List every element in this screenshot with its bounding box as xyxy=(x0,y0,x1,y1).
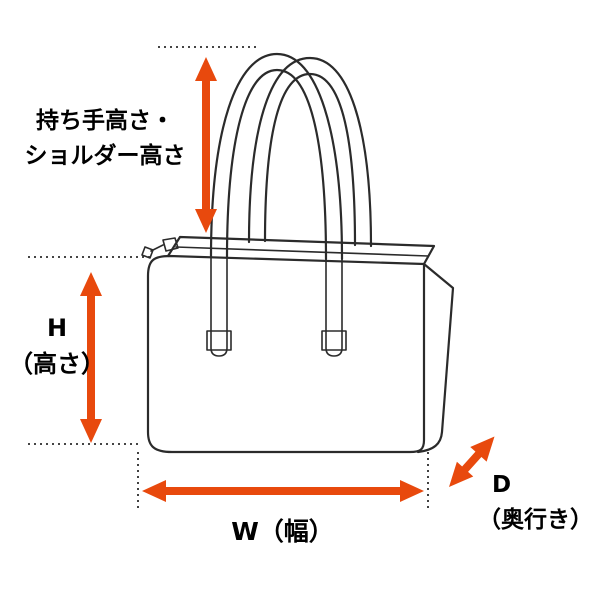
bag-width-label: W（幅） xyxy=(200,513,365,551)
bag-height-arrow xyxy=(80,272,102,443)
handle-height-label: 持ち手高さ・ ショルダー高さ xyxy=(12,104,198,173)
bag-front-panel xyxy=(146,254,426,454)
bag-width-text: W（幅） xyxy=(231,517,334,546)
bag-side-panel xyxy=(416,262,455,454)
bag-height-symbol: H xyxy=(46,314,68,342)
handle-strap-tabs xyxy=(206,257,347,357)
bag-depth-symbol: D xyxy=(492,472,512,498)
bag-depth-arrow xyxy=(449,436,495,487)
zipper-pull-icon xyxy=(141,237,179,259)
bag-width-arrow xyxy=(142,480,424,502)
bag-top-zipper xyxy=(166,235,436,266)
bag-depth-label: D （奥行き） xyxy=(478,468,598,537)
bag-back-handle xyxy=(247,56,373,248)
handle-height-label-line2: ショルダー高さ xyxy=(24,142,186,169)
bag-depth-caption: （奥行き） xyxy=(478,506,593,533)
extension-lines xyxy=(28,46,429,512)
handle-height-label-line1: 持ち手高さ・ xyxy=(36,108,174,134)
bag-height-label: H （高さ） xyxy=(6,310,108,382)
handle-height-arrow xyxy=(195,57,217,233)
bag-height-caption: （高さ） xyxy=(9,350,105,378)
bag-illustration xyxy=(141,52,455,454)
bag-front-handle xyxy=(209,52,344,261)
